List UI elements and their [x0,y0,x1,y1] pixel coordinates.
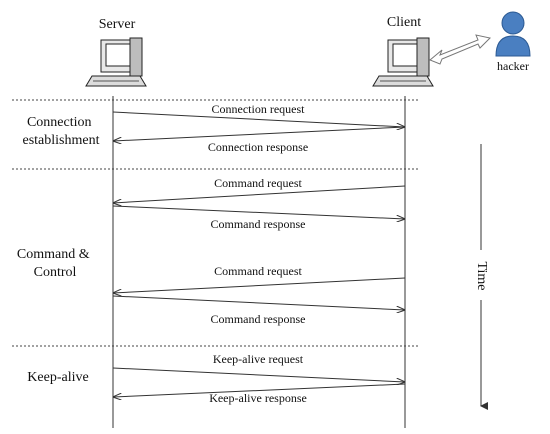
message-arrow [112,205,405,219]
message-label: Command response [211,312,306,326]
message-arrow [112,295,405,310]
message-arrow [113,126,406,141]
time-label: Time [474,261,489,290]
message-arrow [112,111,405,127]
message-label: Keep-alive request [213,352,304,366]
phase-label-keepalive: Keep-alive [27,370,88,385]
message-label: Command request [214,264,302,278]
server-computer-icon [85,37,147,87]
message-label: Connection request [212,102,306,116]
message-arrow [113,185,406,203]
message-label: Command response [211,217,306,231]
message-arrow [113,277,406,293]
message-arrow [112,367,405,382]
double-arrow-icon [429,34,492,65]
client-computer-icon [372,37,434,87]
message-label: Keep-alive response [209,391,307,405]
phase-label-command: Command & Control [17,247,93,280]
hacker-label: hacker [497,59,529,73]
message-arrow [113,383,406,397]
phase-label-connection: Connection establishment [23,115,100,148]
server-label: Server [99,17,136,32]
message-label: Connection response [208,140,308,154]
message-label: Command request [214,176,302,190]
client-label: Client [387,15,421,30]
hacker-person-icon [495,11,531,57]
